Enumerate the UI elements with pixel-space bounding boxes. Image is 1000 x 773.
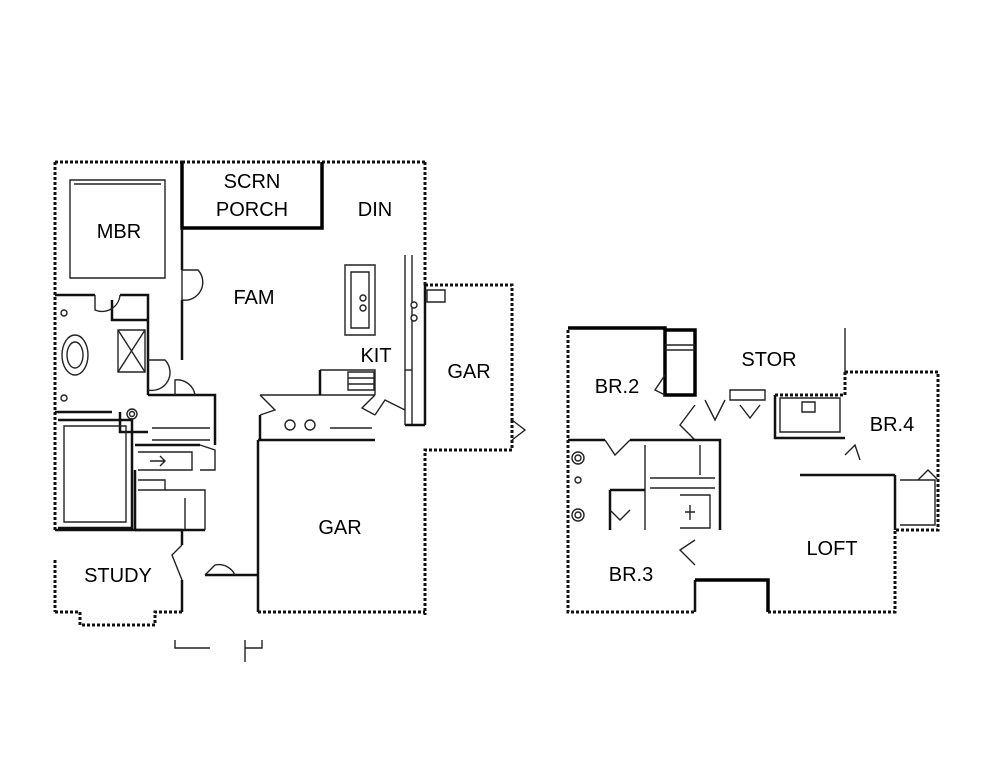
room-label-gar-main: GAR bbox=[318, 517, 361, 539]
room-label-din: DIN bbox=[358, 199, 392, 221]
room-label-porch: PORCH bbox=[216, 199, 288, 221]
second-floor-plan bbox=[566, 326, 940, 614]
room-label-br3: BR.3 bbox=[609, 564, 653, 586]
room-label-br4: BR.4 bbox=[870, 414, 914, 436]
room-label-scrn: SCRN bbox=[224, 171, 281, 193]
room-label-loft: LOFT bbox=[806, 538, 857, 560]
room-label-kit: KIT bbox=[360, 345, 391, 367]
room-label-fam: FAM bbox=[233, 287, 274, 309]
room-label-stor: STOR bbox=[741, 349, 796, 371]
room-label-br2: BR.2 bbox=[595, 376, 639, 398]
room-label-mbr: MBR bbox=[97, 221, 141, 243]
first-floor-plan bbox=[53, 160, 527, 662]
room-labels: MBR SCRN PORCH DIN FAM KIT GAR GAR STUDY… bbox=[84, 171, 914, 587]
room-label-gar-side: GAR bbox=[447, 361, 490, 383]
room-label-study: STUDY bbox=[84, 565, 152, 587]
